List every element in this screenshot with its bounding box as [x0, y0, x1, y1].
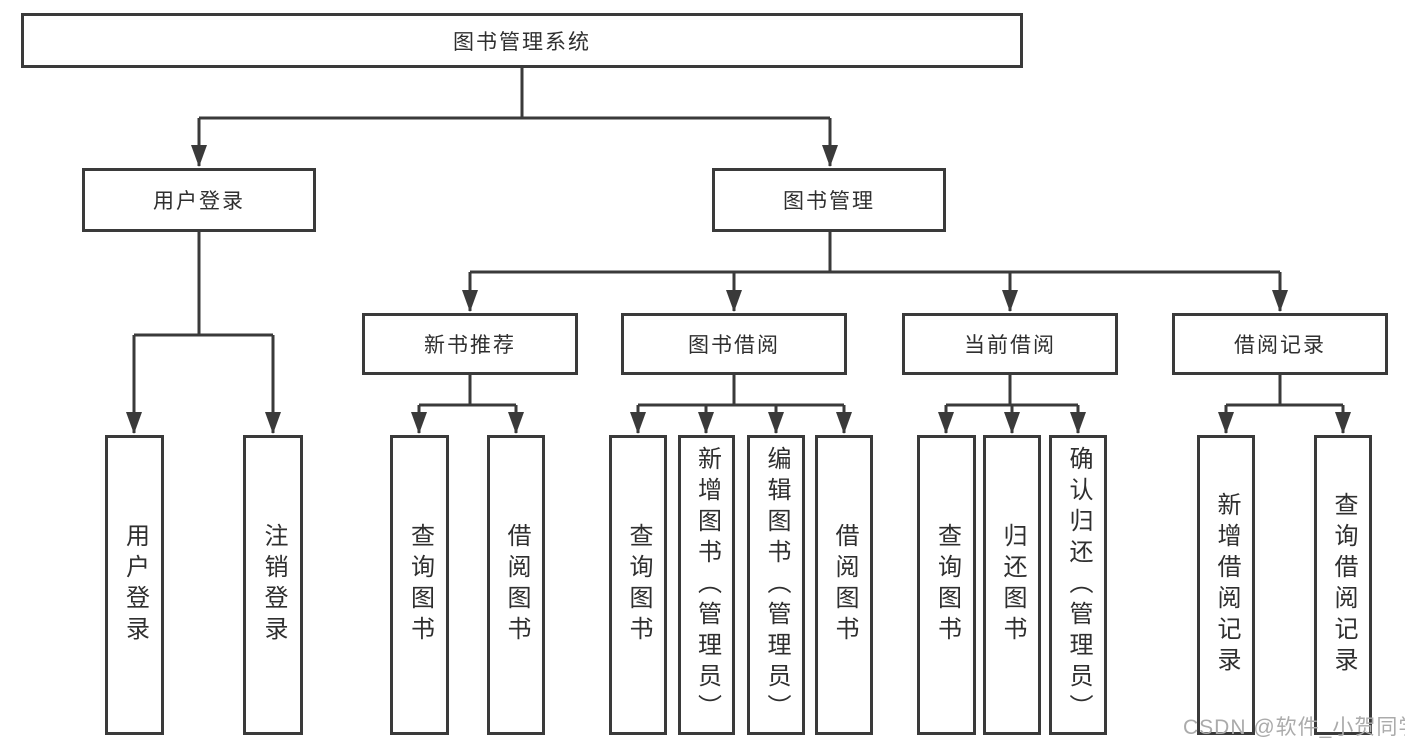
node-label: 用户登录 — [121, 523, 149, 647]
node-label: 图书借阅 — [688, 334, 780, 357]
node-label: 归还图书 — [999, 523, 1026, 647]
node-user-login: 用户登录 — [82, 168, 316, 232]
node-label: 图书管理 — [783, 190, 875, 213]
node-label: 当前借阅 — [964, 334, 1056, 357]
node-book-management: 图书管理 — [712, 168, 946, 232]
node-root-library-management-system: 图书管理系统 — [21, 13, 1023, 68]
node-label: 借阅图书 — [503, 523, 530, 647]
node-label: 借阅图书 — [831, 523, 858, 647]
node-borrowing-records: 借阅记录 — [1172, 313, 1388, 375]
node-label: 查询图书 — [625, 523, 652, 647]
node-label: 新书推荐 — [424, 334, 516, 357]
node-label: 新增图书（管理员） — [693, 445, 721, 725]
leaf-query-books-current: 查询图书 — [917, 435, 976, 735]
leaf-add-books-admin: 新增图书（管理员） — [678, 435, 735, 735]
node-label: 图书管理系统 — [453, 30, 591, 54]
node-label: 用户登录 — [153, 190, 245, 213]
leaf-query-books-borrow: 查询图书 — [609, 435, 667, 735]
node-label: 确认归还（管理员） — [1065, 445, 1092, 725]
node-label: 注销登录 — [260, 523, 287, 647]
leaf-confirm-return-admin: 确认归还（管理员） — [1049, 435, 1107, 735]
node-label: 新增借阅记录 — [1213, 492, 1240, 678]
node-current-borrowing: 当前借阅 — [902, 313, 1118, 375]
node-label: 编辑图书（管理员） — [763, 445, 790, 725]
node-book-borrowing: 图书借阅 — [621, 313, 847, 375]
leaf-user-login: 用户登录 — [105, 435, 164, 735]
leaf-borrow-books-recommend: 借阅图书 — [487, 435, 545, 735]
leaf-return-books: 归还图书 — [983, 435, 1041, 735]
node-new-book-recommendation: 新书推荐 — [362, 313, 578, 375]
node-label: 查询图书 — [406, 523, 434, 647]
leaf-query-borrow-record: 查询借阅记录 — [1314, 435, 1372, 735]
node-label: 借阅记录 — [1234, 334, 1326, 357]
leaf-add-borrow-record: 新增借阅记录 — [1197, 435, 1255, 735]
node-label: 查询借阅记录 — [1330, 492, 1357, 678]
leaf-borrow-books: 借阅图书 — [815, 435, 873, 735]
node-label: 查询图书 — [933, 523, 961, 647]
leaf-logout: 注销登录 — [243, 435, 303, 735]
csdn-watermark: CSDN @软件_小贺同学 — [1183, 716, 1405, 739]
leaf-edit-books-admin: 编辑图书（管理员） — [747, 435, 805, 735]
leaf-query-books-recommend: 查询图书 — [390, 435, 449, 735]
